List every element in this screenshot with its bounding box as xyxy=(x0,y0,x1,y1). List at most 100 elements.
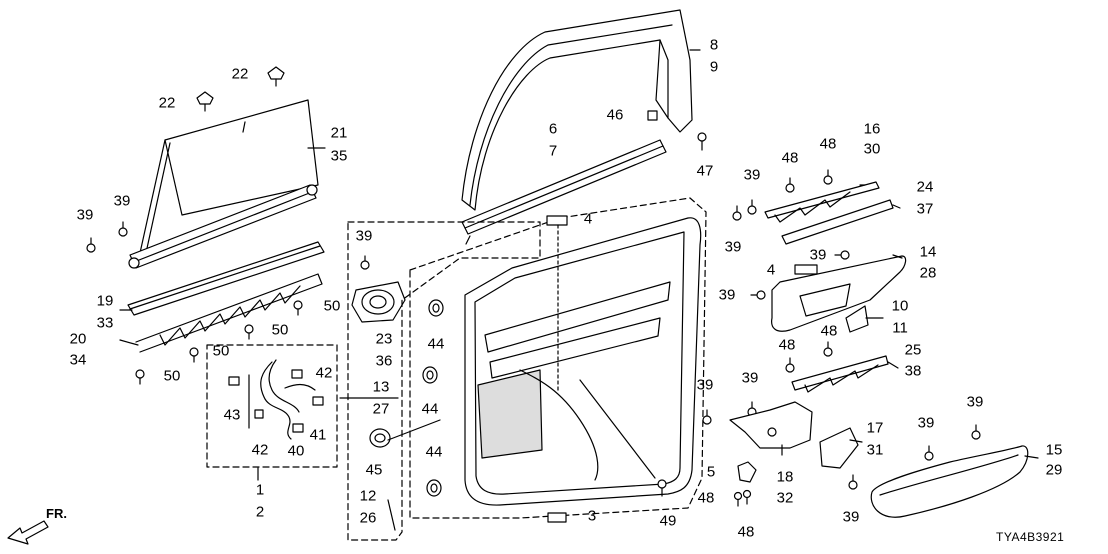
screw-39-g xyxy=(750,290,766,300)
part-number-39-d: 39 xyxy=(743,166,761,184)
bracket-20 xyxy=(135,273,323,353)
part-number-5: 5 xyxy=(706,463,716,481)
clip-4-b xyxy=(794,264,818,275)
sunshade-part xyxy=(128,99,319,269)
part-number-46: 46 xyxy=(606,106,624,124)
screw-48-c xyxy=(823,341,833,357)
grommet-44-a xyxy=(428,299,444,317)
part-number-50-d: 50 xyxy=(163,367,181,385)
part-number-39-g: 39 xyxy=(718,286,736,304)
part-number-50-a: 50 xyxy=(323,297,341,315)
screw-50-c xyxy=(189,347,199,363)
part-number-49: 49 xyxy=(659,512,677,530)
part-number-10: 10 xyxy=(891,297,909,315)
screw-39-l xyxy=(848,474,858,490)
garnish-24 xyxy=(781,199,894,245)
part-number-35: 35 xyxy=(330,147,348,165)
part-number-6: 6 xyxy=(548,120,558,138)
part-number-39-e: 39 xyxy=(724,238,742,256)
part-number-12: 12 xyxy=(359,487,377,505)
screw-47 xyxy=(697,132,707,151)
part-number-50-c: 50 xyxy=(212,342,230,360)
bracket-18 xyxy=(729,401,813,449)
clip-22-b xyxy=(196,91,214,112)
part-number-2: 2 xyxy=(255,503,265,521)
armrest-part xyxy=(870,445,1029,518)
clip-4-a xyxy=(546,215,568,226)
part-number-20: 20 xyxy=(69,330,87,348)
clip-22-a xyxy=(267,66,285,87)
part-number-30: 30 xyxy=(863,140,881,158)
screw-48-d xyxy=(785,357,795,373)
screw-50-d xyxy=(135,369,145,385)
grommet-44-b xyxy=(422,366,438,384)
clip-46 xyxy=(647,110,658,121)
part-number-18: 18 xyxy=(776,468,794,486)
part-number-27: 27 xyxy=(372,400,390,418)
belt-molding-part xyxy=(461,139,667,245)
part-number-32: 32 xyxy=(776,489,794,507)
part-number-39-i: 39 xyxy=(741,369,759,387)
part-number-15: 15 xyxy=(1045,441,1063,459)
part-number-34: 34 xyxy=(69,351,87,369)
grommet-45 xyxy=(369,428,391,448)
part-number-48-e: 48 xyxy=(697,489,715,507)
part-number-42-b: 42 xyxy=(251,441,269,459)
part-number-13: 13 xyxy=(372,378,390,396)
screw-48-a xyxy=(785,177,795,193)
part-number-39-j: 39 xyxy=(917,414,935,432)
leader-45 xyxy=(387,419,441,441)
trim-strip-19 xyxy=(127,241,325,316)
part-number-19: 19 xyxy=(96,292,114,310)
part-number-4-a: 4 xyxy=(583,210,593,228)
part-number-33: 33 xyxy=(96,314,114,332)
lining-dashed-box-right xyxy=(409,197,707,519)
bracket-25 xyxy=(791,355,889,393)
switch-panel-part xyxy=(771,255,907,332)
part-number-22-b: 22 xyxy=(158,94,176,112)
part-number-43: 43 xyxy=(223,406,241,424)
speaker-part xyxy=(351,281,406,323)
part-number-50-b: 50 xyxy=(271,321,289,339)
part-number-39-c: 39 xyxy=(355,227,373,245)
part-number-9: 9 xyxy=(709,58,719,76)
harness-part xyxy=(228,359,324,440)
screw-39-k xyxy=(971,424,981,440)
part-number-28: 28 xyxy=(919,264,937,282)
part-number-21: 21 xyxy=(330,124,348,142)
screw-39-h xyxy=(702,409,712,425)
leader-49 xyxy=(579,379,656,479)
part-number-38: 38 xyxy=(904,362,922,380)
screw-48-e xyxy=(733,491,743,507)
garnish-16 xyxy=(764,181,880,223)
part-number-14: 14 xyxy=(919,243,937,261)
door-trim-panel xyxy=(464,217,702,506)
part-number-25: 25 xyxy=(904,341,922,359)
screw-50-a xyxy=(293,300,303,316)
part-number-48-b: 48 xyxy=(819,135,837,153)
part-number-26: 26 xyxy=(359,509,377,527)
cover-17 xyxy=(819,427,859,469)
part-number-24: 24 xyxy=(916,178,934,196)
cover-10 xyxy=(845,305,869,333)
part-number-48-a: 48 xyxy=(781,149,799,167)
grommet-44-c xyxy=(426,479,442,497)
part-number-44-c: 44 xyxy=(425,443,443,461)
part-number-22-a: 22 xyxy=(231,65,249,83)
part-number-37: 37 xyxy=(916,200,934,218)
screw-39-b xyxy=(118,221,128,237)
part-number-39-f: 39 xyxy=(809,246,827,264)
screw-48-f xyxy=(742,489,752,505)
part-number-31: 31 xyxy=(866,441,884,459)
lining-dashed-box-left xyxy=(347,221,541,541)
part-number-1: 1 xyxy=(255,481,265,499)
screw-39-e xyxy=(732,205,742,221)
clip-3 xyxy=(547,512,567,523)
screw-48-b xyxy=(823,169,833,185)
screw-39-j xyxy=(924,445,934,461)
part-number-42-a: 42 xyxy=(315,364,333,382)
part-number-8: 8 xyxy=(709,36,719,54)
part-number-45: 45 xyxy=(365,461,383,479)
part-number-3: 3 xyxy=(587,507,597,525)
part-number-39-b: 39 xyxy=(113,192,131,210)
